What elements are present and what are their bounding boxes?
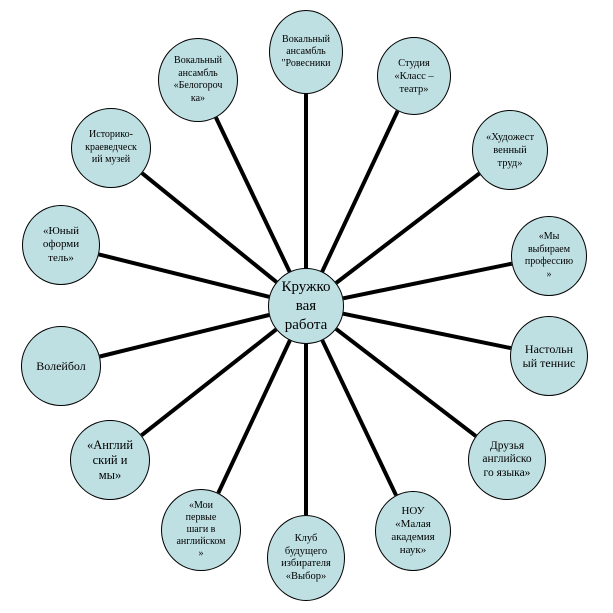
node-druzya-angliyskogo-yazyka: Друзья английско го языка»	[468, 420, 546, 500]
node-istoriko-kraevedchesky-muzey-label: Историко- краеведческ ий музей	[85, 129, 137, 166]
center-node-kruzhkovaya-rabota: Кружко вая работа	[268, 268, 344, 344]
node-studiya-klass-teatr: Студия «Класс – театр»	[377, 37, 451, 115]
node-yuny-oformitel-label: «Юный оформи тель»	[42, 224, 80, 264]
node-istoriko-kraevedchesky-muzey: Историко- краеведческ ий музей	[71, 108, 151, 188]
node-moi-pervye-shagi-label: «Мои первые шаги в английском »	[176, 500, 226, 559]
node-angliyskiy-i-my: «Англий ский и мы»	[70, 420, 150, 500]
connector-node-nou-malaya-akademiya-nauk	[320, 339, 398, 497]
node-klub-budushchego-izbiratelya-label: Клуб будущего избирателя «Выбор»	[281, 533, 331, 582]
connector-node-my-vybiraem-professiyu	[342, 261, 513, 301]
connector-node-istoriko-kraevedchesky-muzey	[140, 171, 278, 284]
node-vokalny-ansambl-rovesniki: Вокальный ансамбль "Ровесники	[269, 10, 343, 94]
center-node-kruzhkovaya-rabota-label: Кружко вая работа	[281, 278, 331, 333]
node-vokalny-ansambl-belogorochka: Вокальный ансамбль «Белогороч ка»	[158, 38, 238, 122]
node-vokalny-ansambl-belogorochka-label: Вокальный ансамбль «Белогороч ка»	[173, 55, 223, 104]
connector-node-angliyskiy-i-my	[140, 327, 278, 437]
connector-node-moi-pervye-shagi	[216, 339, 292, 494]
node-angliyskiy-i-my-label: «Англий ский и мы»	[86, 437, 134, 482]
node-yuny-oformitel: «Юный оформи тель»	[22, 205, 100, 285]
node-nastolny-tennis: Настольн ый теннис	[510, 316, 588, 396]
node-vokalny-ansambl-rovesniki-label: Вокальный ансамбль "Ровесники	[281, 34, 331, 69]
node-voleybol-label: Волейбол	[36, 359, 86, 373]
node-druzya-angliyskogo-yazyka-label: Друзья английско го языка»	[482, 439, 532, 479]
node-nou-malaya-akademiya-nauk: НОУ «Малая академия наук»	[375, 491, 451, 571]
connector-node-voleybol	[99, 313, 270, 359]
node-khudozhestvenny-trud: «Художест венный труд»	[472, 110, 548, 190]
connector-node-studiya-klass-teatr	[320, 110, 400, 273]
node-nou-malaya-akademiya-nauk-label: НОУ «Малая академия наук»	[391, 505, 435, 556]
connector-node-vokalny-ansambl-belogorochka	[214, 116, 292, 273]
connector-node-yuny-oformitel	[98, 252, 270, 299]
node-voleybol: Волейбол	[21, 326, 101, 406]
connector-node-druzya-angliyskogo-yazyka	[334, 327, 478, 438]
node-my-vybiraem-professiyu: «Мы выбираем профессию »	[511, 216, 587, 296]
node-khudozhestvenny-trud-label: «Художест венный труд»	[485, 131, 535, 169]
connector-node-khudozhestvenny-trud	[334, 171, 481, 285]
node-my-vybiraem-professiyu-label: «Мы выбираем профессию »	[524, 231, 574, 280]
node-studiya-klass-teatr-label: Студия «Класс – театр»	[394, 57, 434, 95]
node-klub-budushchego-izbiratelya: Клуб будущего избирателя «Выбор»	[267, 515, 345, 601]
node-moi-pervye-shagi: «Мои первые шаги в английском »	[161, 489, 241, 571]
connector-node-nastolny-tennis	[342, 311, 512, 351]
node-nastolny-tennis-label: Настольн ый теннис	[522, 342, 576, 370]
